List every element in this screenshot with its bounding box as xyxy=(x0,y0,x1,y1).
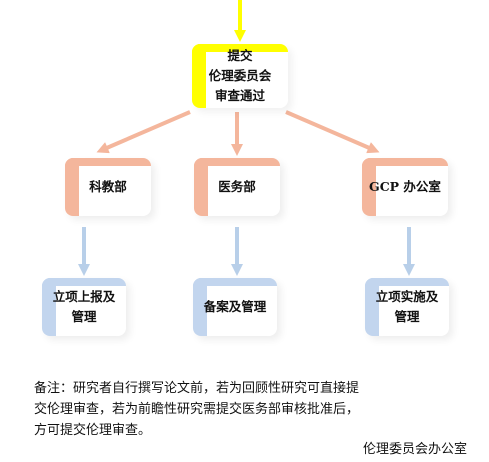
arrow-to-gcp xyxy=(285,110,380,154)
department-label: 医务部 xyxy=(218,179,256,194)
ethics-review-node: 提交 伦理委员会 审查通过 xyxy=(192,44,288,108)
outcome-node-gcp: 立项实施及 管理 xyxy=(365,278,449,336)
outcome-line-1: 立项上报及 xyxy=(52,289,116,304)
department-node-yiwu: 医务部 xyxy=(194,158,280,216)
signature: 伦理委员会办公室 xyxy=(362,442,467,457)
ethics-review-line-3: 审查通过 xyxy=(214,88,265,103)
outcome-line-1: 备案及管理 xyxy=(203,299,267,314)
ethics-review-line-2: 伦理委员会 xyxy=(208,68,272,83)
remark-line-1: 备注：研究者自行撰写论文前，若为回顾性研究可直接提 xyxy=(34,381,360,396)
outcome-line-1: 立项实施及 xyxy=(375,289,439,304)
arrow-to-keji xyxy=(96,110,191,154)
outcome-node-yiwu: 备案及管理 xyxy=(193,278,277,336)
department-label: GCP 办公室 xyxy=(369,179,441,194)
remark-line-2: 交伦理审查，若为前瞻性研究需提交医务部审核批准后， xyxy=(34,402,360,417)
department-node-gcp: GCP 办公室 xyxy=(362,158,448,216)
department-node-keji: 科教部 xyxy=(65,158,151,216)
ethics-review-line-1: 提交 xyxy=(227,48,253,63)
remark-text: 备注：研究者自行撰写论文前，若为回顾性研究可直接提 交伦理审查，若为前瞻性研究需… xyxy=(34,378,464,441)
department-label: 科教部 xyxy=(89,179,127,194)
outcome-line-2: 管理 xyxy=(71,309,97,324)
outcome-line-2: 管理 xyxy=(394,309,420,324)
remark-line-3: 方可提交伦理审查。 xyxy=(34,423,152,438)
outcome-node-keji: 立项上报及 管理 xyxy=(42,278,126,336)
